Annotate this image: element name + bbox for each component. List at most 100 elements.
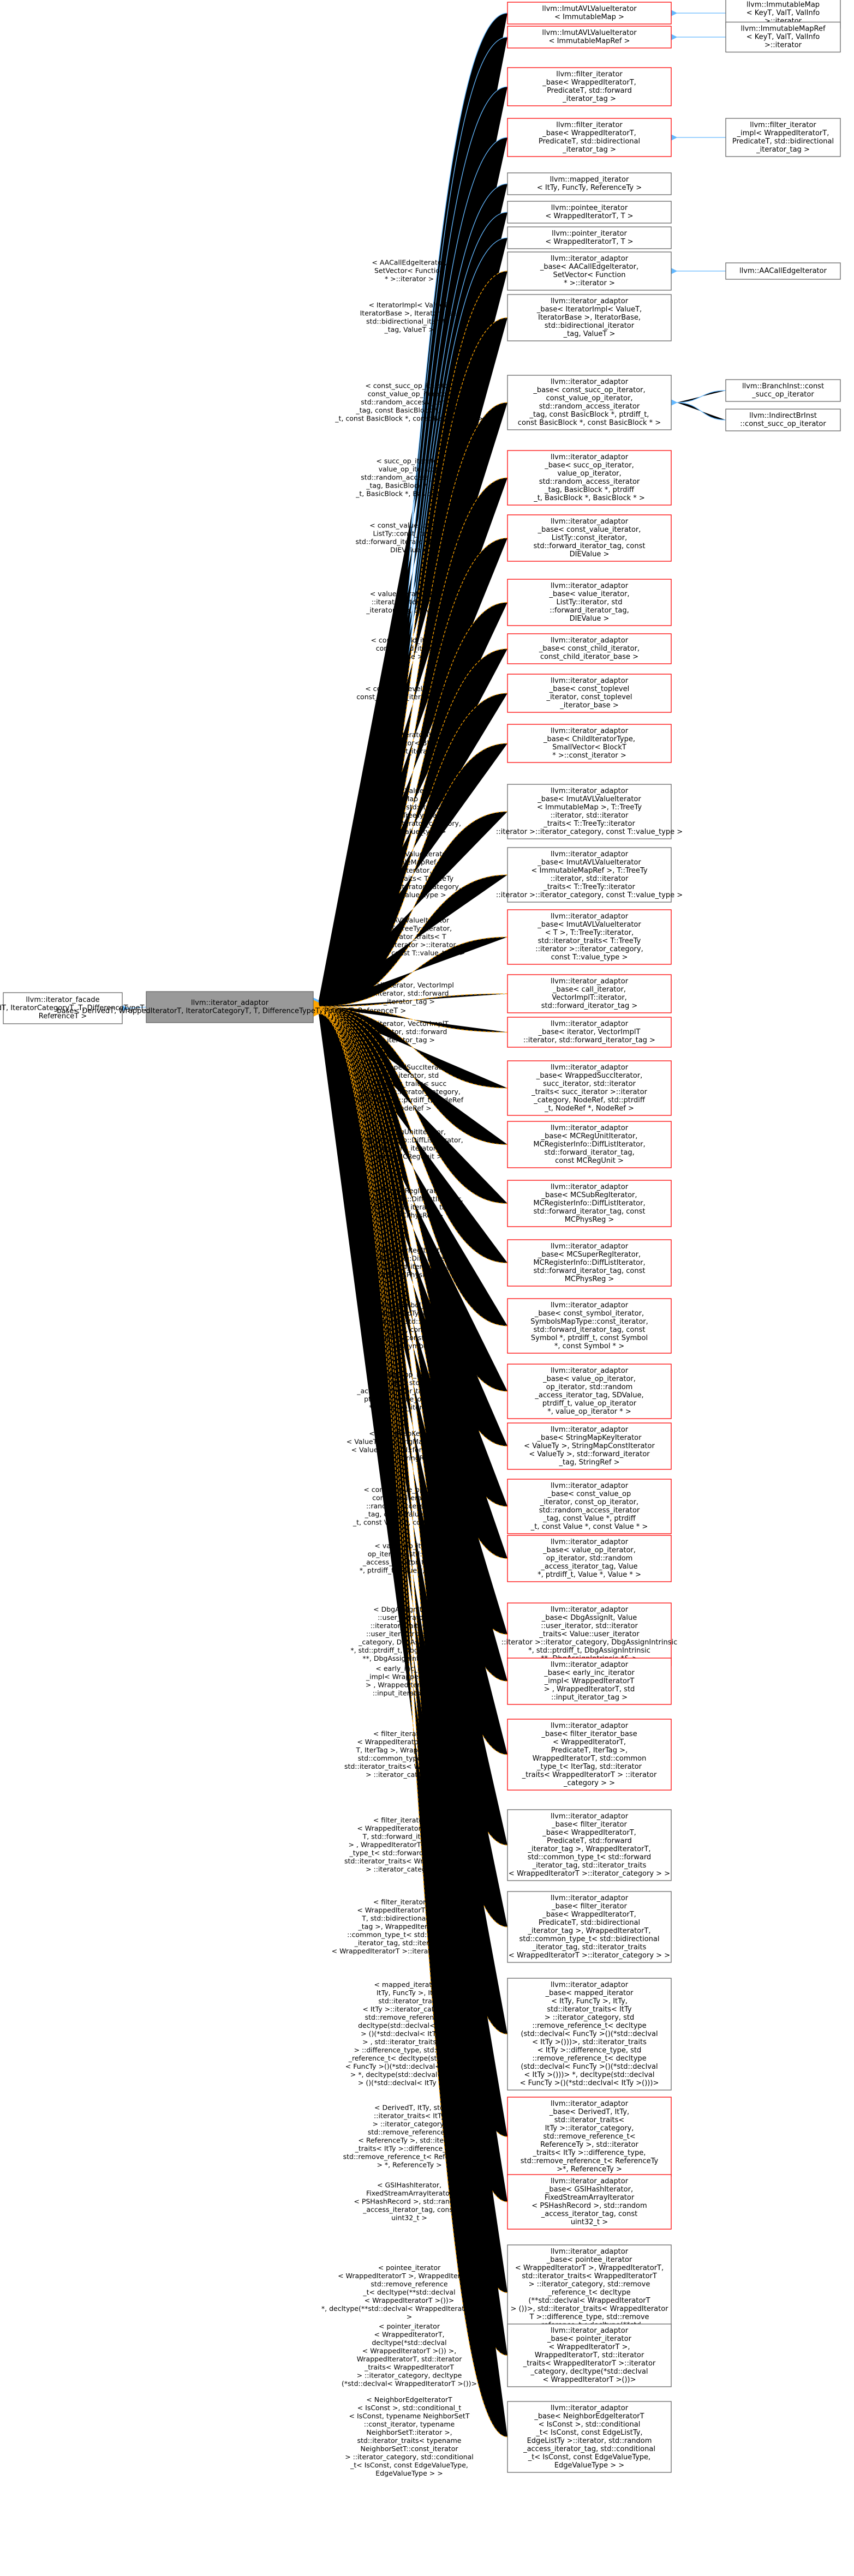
class-node-c0[interactable]: llvm::ImutAVLValueIterator< ImmutableMap… <box>507 2 672 25</box>
class-node-c39[interactable]: llvm::iterator_adaptor_base< pointer_ite… <box>507 2323 672 2387</box>
class-node-c19[interactable]: llvm::iterator_adaptor_base< call_iterat… <box>507 974 672 1013</box>
class-node-c7-text-line: SetVector< Function <box>553 271 625 279</box>
class-node-c22[interactable]: llvm::iterator_adaptor_base< MCRegUnitIt… <box>507 1121 672 1168</box>
edge-label-c30-line: ::user_iterator >::iterator <box>366 1630 453 1638</box>
class-node-c40[interactable]: llvm::iterator_adaptor_base< NeighborEdg… <box>507 2401 672 2473</box>
class-node-c20-text-line: _base< iterator, VectorImplT <box>538 1028 641 1036</box>
class-node-c31[interactable]: llvm::iterator_adaptor_base< early_inc_i… <box>507 1658 672 1705</box>
edge-label-c19-line: T::iterator, std::forward <box>369 989 449 998</box>
edge-label-c39-line: decltype(*std::declval <box>372 2339 446 2347</box>
class-node-c10-text-line: _tag, BasicBlock *, ptrdiff <box>544 486 635 494</box>
edge-label-c9-line: _t, const BasicBlock *, const BasicBlock… <box>335 415 483 423</box>
class-node-r9[interactable]: llvm::BranchInst::const_succ_op_iterator <box>725 379 841 402</box>
class-node-c34-text-line: std::common_type_t< std::bidirectional <box>519 1935 660 1943</box>
class-node-c15-text-line: SmallVector< BlockT <box>552 743 626 752</box>
class-node-c38-text-line: T >::difference_type, std::remove <box>529 2313 649 2321</box>
class-node-c13[interactable]: llvm::iterator_adaptor_base< const_child… <box>507 633 672 664</box>
base-class-node[interactable]: llvm::iterator_facade_base< DerivedT, It… <box>0 992 180 1024</box>
class-node-c8[interactable]: llvm::iterator_adaptor_base< IteratorImp… <box>507 294 672 341</box>
class-node-c34-text-line: PredicateT, std::bidirectional <box>539 1919 640 1927</box>
class-node-c22-text-line: llvm::iterator_adaptor <box>551 1124 629 1132</box>
class-node-c38-text-line: _base< pointee_iterator <box>546 2256 632 2264</box>
class-node-c32[interactable]: llvm::iterator_adaptor_base< filter_iter… <box>507 1719 672 1791</box>
hub-class-node[interactable]: llvm::iterator_adaptor_base< DerivedT, W… <box>53 991 407 1023</box>
edge-label-c37-line: _access_iterator_tag, const <box>362 2206 456 2214</box>
class-node-c38-text-line: _reference_t< decltype <box>547 2289 630 2297</box>
edge-label-c35-line: std::iterator_traits <box>378 1997 440 2005</box>
class-node-c14-text-line: _iterator_base > <box>559 701 618 710</box>
hub-to-base-edge <box>120 1004 147 1013</box>
class-node-c29[interactable]: llvm::iterator_adaptor_base< value_op_it… <box>507 1535 672 1582</box>
edge-label-c33-line: _type_t< std::forward_iterator_tag, <box>349 1849 469 1857</box>
edge-label-c8: < IteratorImpl< ValueT,IteratorBase >, I… <box>360 301 459 334</box>
edge-label-c12-line: ::iterator, std::forward <box>372 598 447 606</box>
class-node-c31-text-line: ::input_iterator_tag > <box>551 1694 628 1702</box>
class-node-r3-text-line: _iterator_tag > <box>756 146 810 154</box>
class-node-c17[interactable]: llvm::iterator_adaptor_base< ImutAVLValu… <box>496 847 683 903</box>
class-node-r1[interactable]: llvm::ImmutableMapRef< KeyT, ValT, ValIn… <box>725 21 841 53</box>
class-node-c7-text-line: llvm::iterator_adaptor <box>551 255 629 263</box>
edge-label-c11-line: ListTy::const_iterator, <box>373 530 445 538</box>
class-node-c26-text-line: _access_iterator_tag, SDValue, <box>534 1391 643 1400</box>
edge-label-c27-line: < ValueTy >, std::forward_iterator <box>351 1446 468 1454</box>
class-node-c21[interactable]: llvm::iterator_adaptor_base< WrappedSucc… <box>507 1060 672 1116</box>
class-node-r3[interactable]: llvm::filter_iterator_impl< WrappedItera… <box>725 118 841 157</box>
class-node-c37[interactable]: llvm::iterator_adaptor_base< GSIHashIter… <box>507 2174 672 2230</box>
class-node-c14[interactable]: llvm::iterator_adaptor_base< const_tople… <box>507 674 672 713</box>
edge-label-c36-line: _traits< ItTy >::difference_type, <box>355 2145 464 2153</box>
edge-label-c13-line: < const_child_iterator, <box>371 636 447 644</box>
edge-label-c34-line: < WrappedIteratorT, Predicate <box>357 1906 462 1914</box>
class-node-c2[interactable]: llvm::filter_iterator_base< WrappedItera… <box>507 67 672 106</box>
class-node-c25[interactable]: llvm::iterator_adaptor_base< const_symbo… <box>507 1298 672 1354</box>
class-node-c9[interactable]: llvm::iterator_adaptor_base< const_succ_… <box>507 375 672 430</box>
class-node-c23-text-line: llvm::iterator_adaptor <box>551 1183 629 1191</box>
class-node-c11[interactable]: llvm::iterator_adaptor_base< const_value… <box>507 514 672 562</box>
class-node-c1[interactable]: llvm::ImutAVLValueIterator< ImmutableMap… <box>507 26 672 49</box>
class-node-c16[interactable]: llvm::iterator_adaptor_base< ImutAVLValu… <box>496 784 683 839</box>
edge-label-c29: < value_op_iterator,op_iterator, std::ra… <box>360 1542 459 1575</box>
edge-label-c38-line: < WrappedIteratorT >())> <box>365 2296 455 2304</box>
class-node-c33-text-line: _iterator_tag >, WrappedIteratorT, <box>527 1845 650 1853</box>
edge-label-c24-line: std::forward_iterator_tag, <box>366 1263 452 1271</box>
class-node-r3-box <box>725 118 841 157</box>
edge-label-c7: < AACallEdgeIterator,SetVector< Function… <box>372 259 446 283</box>
class-node-c28[interactable]: llvm::iterator_adaptor_base< const_value… <box>507 1479 672 1534</box>
edge-label-c22-line: std::forward_iterator_tag, <box>366 1144 452 1152</box>
class-node-c34[interactable]: llvm::iterator_adaptor_base< filter_iter… <box>507 1891 672 1963</box>
edge-label-c20-line: _iterator_tag > <box>383 1036 435 1044</box>
class-node-c15-text-line: * >::const_iterator > <box>552 752 626 760</box>
edge-label-c21: < WrappedSuccIterator,succ_iterator, std… <box>355 1063 464 1112</box>
class-node-c4[interactable]: llvm::mapped_iterator< ItTy, FuncTy, Ref… <box>507 172 672 195</box>
class-node-c18[interactable]: llvm::iterator_adaptor_base< ImutAVLValu… <box>507 909 672 965</box>
class-node-c15[interactable]: llvm::iterator_adaptor_base< ChildIterat… <box>507 724 672 763</box>
class-node-c6[interactable]: llvm::pointer_iterator< WrappedIteratorT… <box>507 226 672 249</box>
class-node-c26[interactable]: llvm::iterator_adaptor_base< value_op_it… <box>507 1364 672 1419</box>
class-node-r9b[interactable]: llvm::IndirectBrInst::const_succ_op_iter… <box>725 409 841 431</box>
class-node-c10[interactable]: llvm::iterator_adaptor_base< succ_op_ite… <box>507 450 672 506</box>
edge-label-c30-line: ::user_iterator, std <box>378 1613 441 1622</box>
class-node-c3[interactable]: llvm::filter_iterator_base< WrappedItera… <box>507 118 672 157</box>
class-node-c5[interactable]: llvm::pointee_iterator< WrappedIteratorT… <box>507 201 672 224</box>
class-node-r7[interactable]: llvm::AACallEdgeIterator <box>725 262 841 280</box>
edge-label-c32-line: < filter_iterator_base <box>373 1730 446 1738</box>
class-node-c17-text-line: llvm::iterator_adaptor <box>551 850 629 858</box>
edge-label-c25-line: < const_symbol_iterator, <box>367 1301 452 1309</box>
class-node-c10-box <box>507 450 672 506</box>
class-node-c35[interactable]: llvm::iterator_adaptor_base< mapped_iter… <box>507 1978 672 2091</box>
edge-label-c28-line: _t, const Value *, const Value * > <box>353 1518 465 1527</box>
class-node-c12[interactable]: llvm::iterator_adaptor_base< value_itera… <box>507 579 672 626</box>
edge-label-c40-line: > ::iterator_category, std::conditional <box>345 2453 474 2461</box>
class-node-c24[interactable]: llvm::iterator_adaptor_base< MCSuperRegI… <box>507 1239 672 1287</box>
class-node-c33[interactable]: llvm::iterator_adaptor_base< filter_iter… <box>507 1809 672 1881</box>
class-node-c23[interactable]: llvm::iterator_adaptor_base< MCSubRegIte… <box>507 1180 672 1227</box>
edge-label-c10-line: _tag, BasicBlock *, ptrdiff <box>366 482 452 490</box>
class-node-c30[interactable]: llvm::iterator_adaptor_base< DbgAssignIt… <box>501 1602 678 1666</box>
edge-label-c39-line: < WrappedIteratorT >()) >, <box>362 2347 456 2355</box>
class-node-c27[interactable]: llvm::iterator_adaptor_base< StringMapKe… <box>507 1422 672 1470</box>
class-node-c7-text-line: * >::iterator > <box>564 279 615 287</box>
class-node-c24-text-line: _base< MCSuperRegIterator, <box>538 1251 641 1259</box>
class-node-c30-text-line: ::iterator >::iterator_category, DbgAssi… <box>501 1638 678 1647</box>
class-node-c7[interactable]: llvm::iterator_adaptor_base< AACallEdgeI… <box>507 251 672 291</box>
class-node-c36[interactable]: llvm::iterator_adaptor_base< DerivedT, I… <box>507 2097 672 2177</box>
class-node-c20[interactable]: llvm::iterator_adaptor_base< iterator, V… <box>507 1017 672 1048</box>
